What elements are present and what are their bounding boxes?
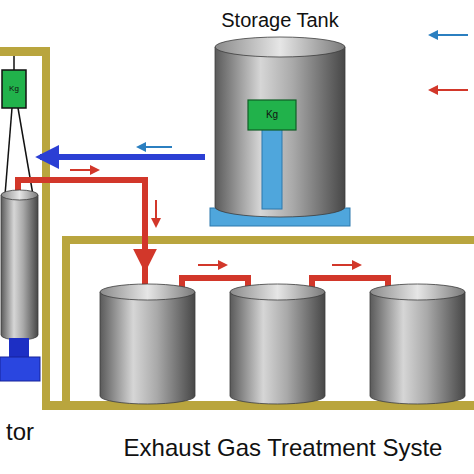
hanger-wire — [13, 56, 15, 70]
tank-body — [100, 292, 195, 404]
tank-body — [370, 292, 465, 404]
flow-arrow — [198, 264, 226, 266]
frame-bar — [42, 47, 50, 410]
key-arrow — [430, 34, 468, 36]
tank-body — [230, 292, 325, 404]
pipe-connector — [40, 180, 145, 268]
tank-lid — [100, 284, 195, 300]
tank-body — [1, 195, 38, 340]
reactor: tor — [0, 145, 40, 447]
flow-arrow — [155, 200, 157, 226]
scale-box — [248, 100, 296, 130]
reactor-stand — [9, 338, 29, 358]
scale-display: Kg — [2, 70, 26, 108]
tank-body — [215, 47, 345, 217]
scale-column — [262, 127, 282, 209]
node-label: Exhaust Gas Treatment Syste — [124, 434, 443, 462]
flow-arrow — [70, 169, 98, 171]
tank-lid — [215, 37, 345, 57]
frame-bar — [62, 236, 70, 406]
pipe-connector — [40, 154, 205, 160]
reactor-base — [0, 357, 40, 381]
node-label: Kg — [9, 84, 19, 93]
tank-lid — [1, 190, 38, 200]
hanger-wire — [5, 108, 12, 195]
exhaust-system: Exhaust Gas Treatment Syste — [92, 268, 474, 464]
tank-lid — [370, 284, 465, 300]
key-arrow — [430, 89, 468, 91]
scale-display: Kg — [248, 100, 296, 130]
scale-box — [2, 70, 26, 108]
flow-arrow — [138, 146, 172, 148]
node-shape — [0, 145, 40, 447]
flow-arrow — [332, 264, 360, 266]
node-label: Storage Tank — [221, 9, 339, 32]
storage-tank: Storage TankKg — [205, 5, 355, 233]
node-label: tor — [6, 418, 34, 446]
frame-bar — [62, 236, 474, 244]
tank-lid — [230, 284, 325, 300]
node-label: Kg — [266, 109, 278, 121]
